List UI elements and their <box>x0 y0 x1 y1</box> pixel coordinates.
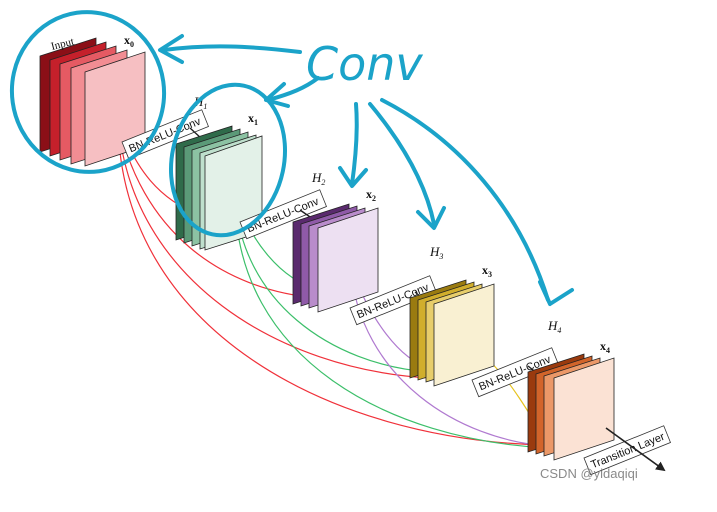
arrow-to-input-head <box>158 34 184 64</box>
feature-map-x3: H3 x3 <box>409 244 495 387</box>
connection-x0-to-x4 <box>117 119 546 446</box>
arrow-to-x1-head <box>264 82 290 108</box>
layer-box-3-frame <box>349 275 438 326</box>
feature-map-x3-layer-4 <box>433 283 495 387</box>
circle-input-stack <box>9 10 167 174</box>
handwritten-conv-label: Conv <box>306 37 423 91</box>
arrow-to-x4-head <box>538 280 574 306</box>
x0-label: x0 <box>124 33 134 49</box>
circle-x1-stack <box>168 82 288 238</box>
layer-box-4-frame <box>471 347 560 398</box>
feature-map-x4-layer-4 <box>553 357 615 461</box>
arrow-to-x3-head <box>416 206 446 230</box>
arrow-to-x3 <box>368 102 436 226</box>
h2-label: H2 <box>311 170 325 187</box>
h3-label: H3 <box>429 244 443 261</box>
x4-label: x4 <box>600 339 610 355</box>
feature-map-x2-layer-4 <box>317 207 379 313</box>
input-label: Input <box>50 36 75 53</box>
handwritten-annotations <box>9 10 574 306</box>
x3-label: x3 <box>482 263 492 279</box>
h4-label: H4 <box>547 318 561 335</box>
arrow-transition <box>605 427 666 472</box>
arrow-to-x1 <box>266 76 320 102</box>
arrow-to-x2-head <box>338 166 368 188</box>
feature-map-x4: H4 x4 <box>527 318 615 461</box>
arrow-to-x4 <box>380 98 550 302</box>
connection-x0-to-x3 <box>117 119 431 379</box>
x1-label: x1 <box>248 111 258 127</box>
feature-map-x2: H2 x2 <box>292 170 379 313</box>
x2-label: x2 <box>366 187 376 203</box>
connection-x1-to-x4 <box>234 194 549 449</box>
arrow-to-input <box>162 44 302 54</box>
feature-map-x1: H1 x1 <box>175 94 263 251</box>
arrow-to-x2 <box>350 102 359 186</box>
watermark: CSDN @yidaqiqi <box>540 466 638 481</box>
